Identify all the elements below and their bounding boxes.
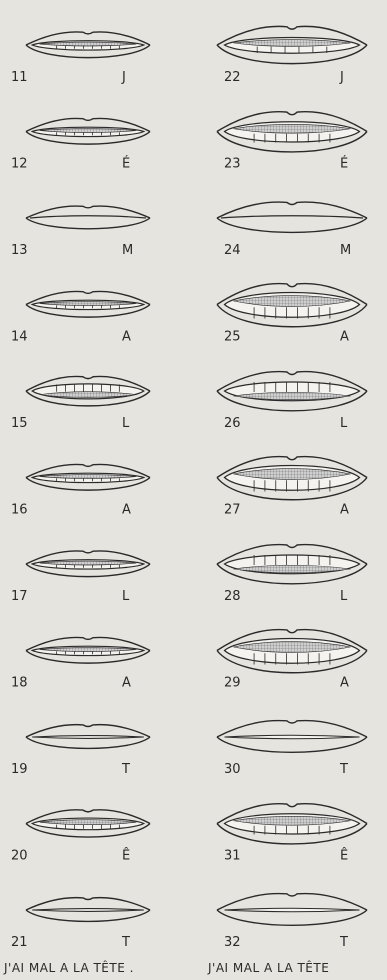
- figure-number: 12: [11, 157, 28, 172]
- mouth-figure-26: 26 L: [217, 372, 367, 431]
- figure-letter: T: [121, 935, 130, 950]
- figure-letter: É: [340, 156, 348, 172]
- figure-number: 15: [11, 416, 28, 431]
- figure-letter: A: [340, 330, 349, 345]
- mouth-figure-17: 17 L: [11, 551, 150, 604]
- mouth-figure-11: 11 J: [11, 32, 150, 85]
- mouth-figure-24: 24 M: [217, 202, 367, 258]
- figure-letter: L: [340, 589, 348, 604]
- mouth-figure-27: 27 A: [217, 457, 367, 518]
- figure-letter: A: [122, 676, 131, 691]
- figure-number: 29: [224, 676, 241, 691]
- mouth-figure-21: 21 T: [11, 898, 150, 950]
- figure-letter: J: [339, 70, 344, 85]
- figure-letter: T: [339, 762, 348, 777]
- figure-letter: A: [340, 676, 349, 691]
- mouth-figure-31: 31 Ê: [217, 804, 367, 864]
- figure-number: 31: [224, 849, 241, 864]
- figure-number: 11: [11, 70, 28, 85]
- mouth-figure-18: 18 A: [11, 637, 150, 690]
- figure-number: 24: [224, 243, 241, 258]
- figure-number: 14: [11, 330, 28, 345]
- mouth-figure-30: 30 T: [217, 720, 367, 777]
- mouth-figure-22: 22 J: [217, 26, 367, 85]
- mouth-figure-28: 28 L: [217, 545, 367, 604]
- figure-number: 20: [11, 849, 28, 864]
- figure-number: 18: [11, 676, 28, 691]
- mouth-figure-14: 14 A: [11, 291, 150, 344]
- caption-left: J'AI MAL A LA TÊTE .: [4, 958, 134, 978]
- figure-letter: T: [121, 762, 130, 777]
- figure-number: 26: [224, 416, 241, 431]
- figure-letter: T: [339, 935, 348, 950]
- mouth-figure-13: 13 M: [11, 206, 150, 258]
- figure-number: 30: [224, 762, 241, 777]
- figure-letter: A: [340, 503, 349, 518]
- figure-letter: M: [340, 243, 351, 258]
- figure-number: 19: [11, 762, 28, 777]
- mouth-figure-19: 19 T: [11, 725, 150, 777]
- figure-number: 32: [224, 935, 241, 950]
- figure-letter: L: [340, 416, 348, 431]
- figure-number: 27: [224, 503, 241, 518]
- figure-letter: L: [122, 416, 130, 431]
- figure-number: 23: [224, 157, 241, 172]
- figure-number: 21: [11, 935, 28, 950]
- figure-number: 28: [224, 589, 241, 604]
- figure-number: 25: [224, 330, 241, 345]
- figure-number: 17: [11, 589, 28, 604]
- mouth-figure-20: 20 Ê: [11, 810, 150, 864]
- figure-letter: A: [122, 503, 131, 518]
- mouth-figure-32: 32 T: [217, 893, 367, 950]
- mouth-figure-23: 23 É: [217, 112, 367, 172]
- figure-letter: Ê: [122, 848, 130, 864]
- figure-letter: É: [122, 156, 130, 172]
- mouth-figure-12: 12 É: [11, 118, 150, 171]
- caption-right: J'AI MAL A LA TÊTE: [208, 958, 329, 978]
- mouth-figure-29: 29 A: [217, 630, 367, 691]
- figure-number: 16: [11, 503, 28, 518]
- figure-number: 22: [224, 70, 241, 85]
- mouth-figure-25: 25 A: [217, 284, 367, 345]
- figure-letter: Ê: [340, 848, 348, 864]
- mouth-figure-15: 15 L: [11, 376, 150, 431]
- mouth-figure-16: 16 A: [11, 464, 150, 517]
- figure-number: 13: [11, 243, 28, 258]
- figure-letter: J: [121, 70, 126, 85]
- figure-letter: L: [122, 589, 130, 604]
- figure-letter: A: [122, 330, 131, 345]
- figure-letter: M: [122, 243, 133, 258]
